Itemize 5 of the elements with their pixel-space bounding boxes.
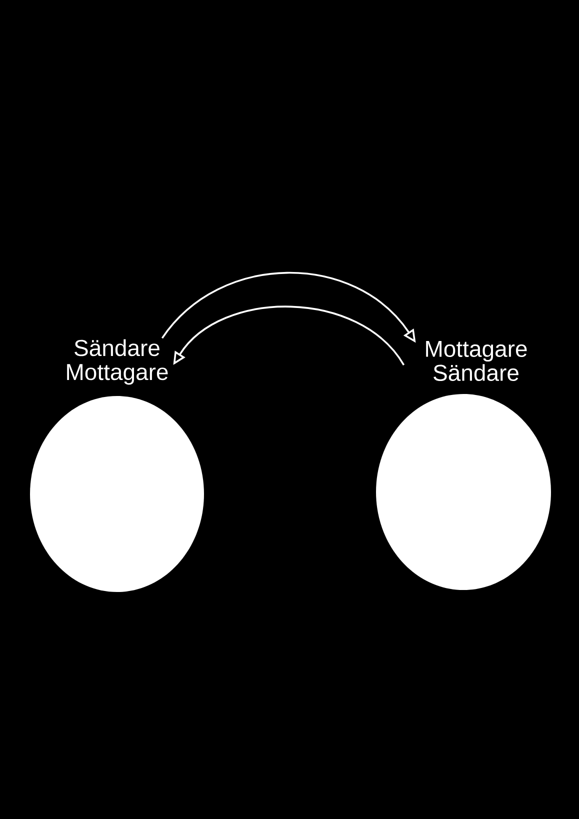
oval bbox=[376, 394, 551, 590]
arrow bbox=[173, 306, 405, 366]
node-label: Sändare Mottagare bbox=[67, 339, 168, 385]
oval bbox=[30, 396, 204, 592]
node-label: Mottagare Sändare bbox=[426, 340, 527, 382]
